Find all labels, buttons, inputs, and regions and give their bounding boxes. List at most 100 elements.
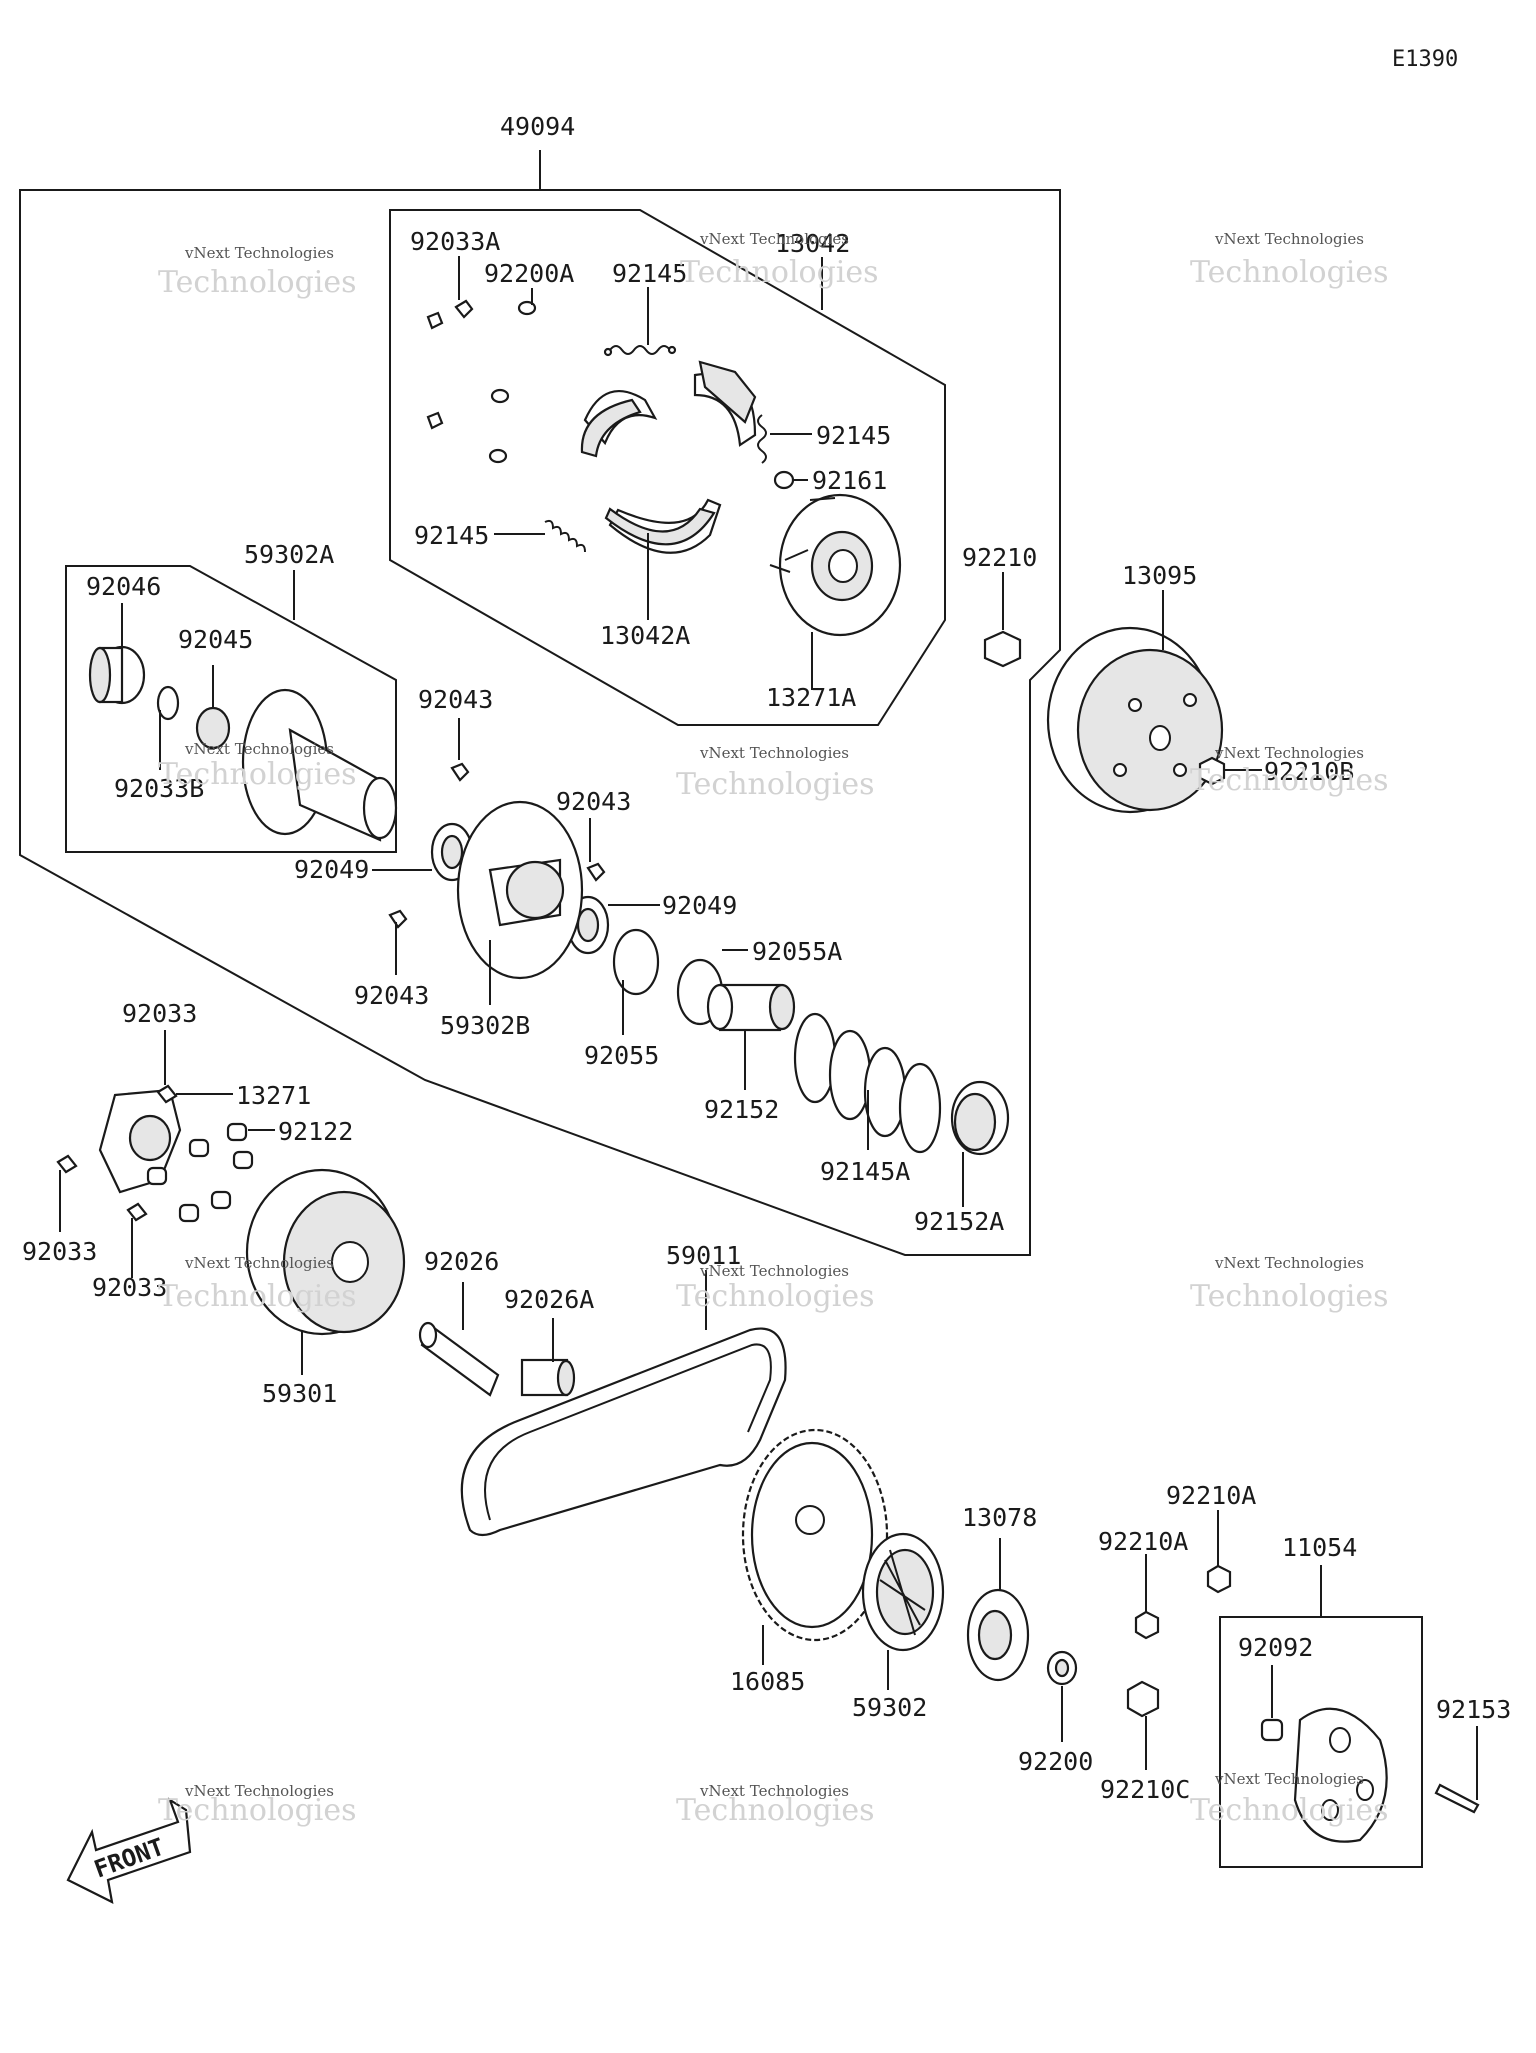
label-92043-a: 92043 bbox=[418, 685, 493, 714]
svg-text:Technologies: Technologies bbox=[1190, 1793, 1389, 1828]
spring-92145-mid bbox=[757, 414, 767, 464]
label-92026A: 92026A bbox=[504, 1285, 594, 1314]
clip-92033-c bbox=[126, 1202, 148, 1222]
label-92033A: 92033A bbox=[410, 227, 500, 256]
sprocket-16085 bbox=[741, 1428, 889, 1642]
clutch-housing-13095 bbox=[1046, 626, 1224, 814]
label-92033B: 92033B bbox=[114, 774, 204, 803]
svg-text:vNext Technologies: vNext Technologies bbox=[184, 1254, 334, 1272]
label-13271: 13271 bbox=[236, 1081, 311, 1110]
spring-92145-low bbox=[544, 519, 586, 553]
label-92161: 92161 bbox=[812, 466, 887, 495]
pin-92043-b bbox=[586, 862, 606, 882]
watermark: Technologies vNext Technologies bbox=[676, 1782, 875, 1828]
svg-text:vNext Technologies: vNext Technologies bbox=[184, 244, 334, 262]
seal-92049-b-inner bbox=[576, 907, 600, 943]
clip-92033-b bbox=[56, 1154, 78, 1174]
part-labels: 49094 92033A 92200A 92145 13042 92145 92… bbox=[22, 112, 1511, 1804]
label-92153: 92153 bbox=[1436, 1695, 1511, 1724]
watermark: Technologies vNext Technologies bbox=[158, 244, 357, 300]
label-59302A: 59302A bbox=[244, 540, 334, 569]
label-92033-b: 92033 bbox=[22, 1237, 97, 1266]
svg-text:vNext Technologies: vNext Technologies bbox=[1214, 1770, 1364, 1788]
label-92145-top: 92145 bbox=[612, 259, 687, 288]
svg-text:vNext Technologies: vNext Technologies bbox=[1214, 230, 1364, 248]
svg-text:Technologies: Technologies bbox=[1190, 763, 1389, 798]
clutch-shoe-lower-13042A bbox=[604, 498, 722, 554]
nut-92210 bbox=[983, 630, 1022, 668]
svg-text:vNext Technologies: vNext Technologies bbox=[184, 1782, 334, 1800]
watermark: Technologies vNext Technologies bbox=[676, 1262, 875, 1314]
watermark: Technologies vNext Technologies bbox=[676, 744, 875, 802]
label-13042A: 13042A bbox=[600, 621, 690, 650]
collar-92092 bbox=[1260, 1718, 1284, 1742]
label-59301: 59301 bbox=[262, 1379, 337, 1408]
label-92049-a: 92049 bbox=[294, 855, 369, 884]
svg-text:Technologies: Technologies bbox=[676, 1793, 875, 1828]
label-92033-a: 92033 bbox=[122, 999, 197, 1028]
label-92200: 92200 bbox=[1018, 1747, 1093, 1776]
label-92043-b: 92043 bbox=[556, 787, 631, 816]
label-92055: 92055 bbox=[584, 1041, 659, 1070]
watermark: Technologies vNext Technologies bbox=[158, 740, 357, 792]
nut-92210B bbox=[1198, 756, 1226, 786]
svg-text:vNext Technologies: vNext Technologies bbox=[1214, 744, 1364, 762]
watermark: Technologies vNext Technologies bbox=[1190, 1770, 1389, 1828]
label-92145-mid: 92145 bbox=[816, 421, 891, 450]
clip-92033B bbox=[156, 685, 180, 721]
label-92210: 92210 bbox=[962, 543, 1037, 572]
label-49094: 49094 bbox=[500, 112, 575, 141]
clutch-drive-plate-13271A bbox=[769, 493, 902, 637]
diagram-code: E1390 bbox=[1392, 47, 1458, 72]
label-13095: 13095 bbox=[1122, 561, 1197, 590]
label-92200A: 92200A bbox=[484, 259, 574, 288]
svg-text:Technologies: Technologies bbox=[676, 767, 875, 802]
svg-text:Technologies: Technologies bbox=[1190, 1279, 1389, 1314]
svg-text:vNext Technologies: vNext Technologies bbox=[699, 744, 849, 762]
watermark: Technologies vNext Technologies bbox=[1190, 1254, 1389, 1314]
svg-text:vNext Technologies: vNext Technologies bbox=[184, 740, 334, 758]
nut-92210A-a bbox=[1134, 1610, 1160, 1640]
bracket-11054 bbox=[1293, 1707, 1388, 1843]
pin-92043-c bbox=[388, 909, 408, 929]
label-59011: 59011 bbox=[666, 1241, 741, 1270]
drive-face-59301 bbox=[245, 1168, 406, 1336]
label-11054: 11054 bbox=[1282, 1533, 1357, 1562]
label-13042: 13042 bbox=[775, 229, 850, 258]
rollers-92122 bbox=[146, 1122, 254, 1223]
assembly-outline-13042 bbox=[389, 209, 946, 726]
label-92210B: 92210B bbox=[1264, 757, 1354, 786]
label-92145-low: 92145 bbox=[414, 521, 489, 550]
label-92152A: 92152A bbox=[914, 1207, 1004, 1236]
label-59302: 59302 bbox=[852, 1693, 927, 1722]
drive-belt-59011 bbox=[460, 1327, 787, 1537]
label-92152: 92152 bbox=[704, 1095, 779, 1124]
collar-92026A bbox=[520, 1358, 576, 1397]
label-92049-b: 92049 bbox=[662, 891, 737, 920]
svg-text:vNext Technologies: vNext Technologies bbox=[699, 230, 849, 248]
spring-92145A bbox=[793, 1012, 942, 1154]
label-13271A: 13271A bbox=[766, 683, 856, 712]
label-92045: 92045 bbox=[178, 625, 253, 654]
washer-92200-hole bbox=[1054, 1658, 1070, 1678]
svg-text:Technologies: Technologies bbox=[158, 265, 357, 300]
collar-92152 bbox=[706, 983, 796, 1032]
seal-92049-a-inner bbox=[440, 834, 464, 870]
watermarks: Technologies vNext Technologies Technolo… bbox=[158, 230, 1389, 1828]
label-92210A-a: 92210A bbox=[1098, 1527, 1188, 1556]
label-92210A-b: 92210A bbox=[1166, 1481, 1256, 1510]
watermark: Technologies vNext Technologies bbox=[1190, 230, 1389, 290]
nut-92210A-b bbox=[1206, 1564, 1232, 1594]
label-92043-c: 92043 bbox=[354, 981, 429, 1010]
svg-text:Technologies: Technologies bbox=[158, 1793, 357, 1828]
label-92122: 92122 bbox=[278, 1117, 353, 1146]
bush-92161 bbox=[773, 470, 795, 490]
svg-text:Technologies: Technologies bbox=[1190, 255, 1389, 290]
bolt-92153 bbox=[1434, 1783, 1480, 1814]
leader-lines bbox=[59, 150, 1478, 1800]
svg-text:vNext Technologies: vNext Technologies bbox=[699, 1782, 849, 1800]
svg-text:Technologies: Technologies bbox=[158, 1279, 357, 1314]
assembly-outline-59302A bbox=[65, 565, 397, 853]
